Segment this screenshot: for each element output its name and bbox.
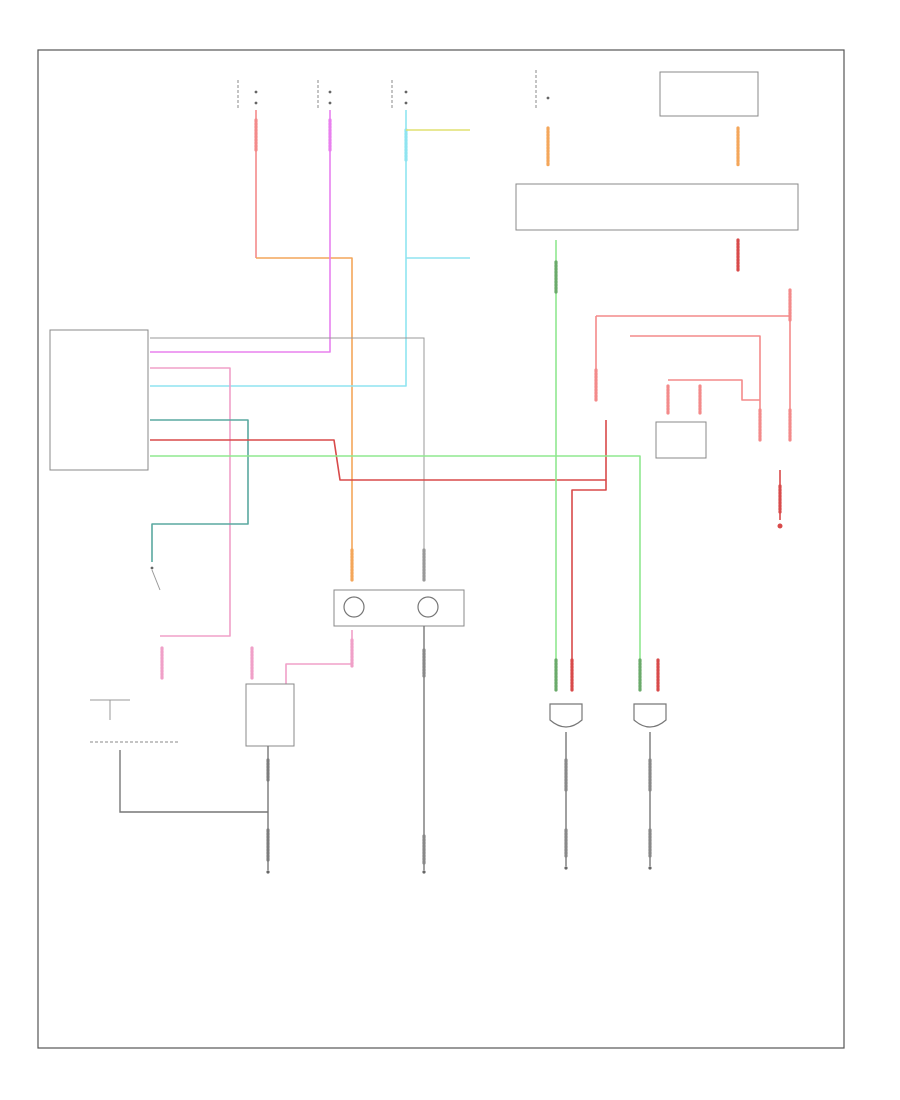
lamp-b <box>417 596 439 618</box>
ground-symbol-right <box>777 523 783 529</box>
ground-symbol-left <box>266 870 270 874</box>
flasher-relay <box>655 421 707 459</box>
ignition-switch <box>90 699 180 743</box>
ground-symbol-center <box>422 870 426 874</box>
right-stop-lamp <box>633 703 667 728</box>
fuse-source-left <box>237 80 258 108</box>
turn-signal-switch <box>150 566 161 591</box>
ground-symbol-right-lamp <box>648 866 652 870</box>
wire-orange <box>256 257 353 556</box>
wire-light-blue <box>150 110 470 387</box>
wire-dark-red <box>150 420 607 690</box>
wire-green <box>150 240 641 690</box>
wire-teal <box>150 419 249 562</box>
junction-box-top-right <box>659 71 759 117</box>
wire-pink <box>150 367 353 690</box>
multifunction-switch <box>49 329 149 471</box>
left-stop-lamp <box>549 703 583 728</box>
ground-wire-left <box>119 746 270 870</box>
fuse-source-right <box>391 80 408 108</box>
ground-symbol-left-lamp <box>564 866 568 870</box>
fuse-source-center <box>317 80 332 108</box>
fuse-block-mid <box>515 183 799 231</box>
wire-magenta <box>150 110 331 353</box>
lamp-a <box>343 596 365 618</box>
diagram-frame <box>37 49 845 1049</box>
brake-switch <box>245 683 295 747</box>
fuse-block-top-right-small <box>535 70 550 108</box>
wire-gray <box>150 337 425 556</box>
